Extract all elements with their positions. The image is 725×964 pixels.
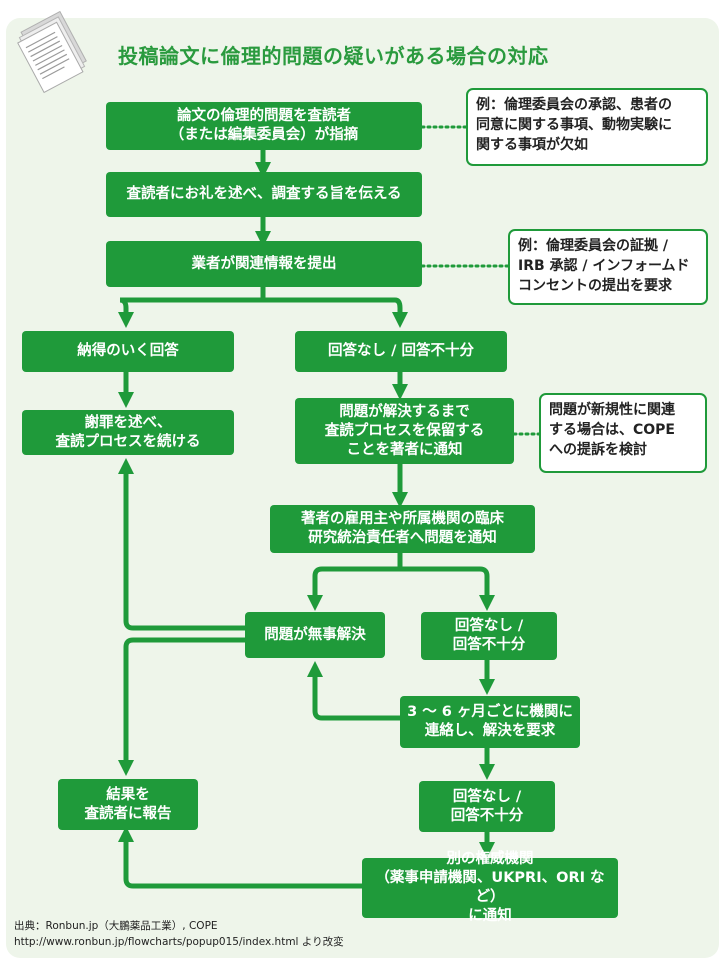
page-title: 投稿論文に倫理的問題の疑いがある場合の対応 [118, 44, 549, 68]
note-examples-missing: 例：倫理委員会の承認、患者の 同意に関する事項、動物実験に 関する事項が欠如 [466, 88, 708, 166]
source-line-1: 出典：Ronbun.jp（大鵬薬品工業）, COPE [14, 920, 218, 932]
step-no-answer-3: 回答なし / 回答不十分 [419, 781, 555, 832]
step-report-to-reviewer: 結果を 査読者に報告 [58, 779, 198, 830]
step-apologize-continue-review: 謝罪を述べ、 査読プロセスを続ける [22, 410, 234, 455]
step-notify-author-hold: 問題が解決するまで 査読プロセスを保留する ことを著者に通知 [295, 398, 514, 464]
note-examples-request: 例：倫理委員会の証拠 / IRB 承認 / インフォームド コンセントの提出を要… [508, 229, 708, 305]
document-stack-icon [17, 10, 87, 94]
step-thank-reviewer: 査読者にお礼を述べ、調査する旨を伝える [106, 172, 422, 217]
step-notify-other-authority: 別の権威機関 （薬事申請機関、UKPRI、ORI など） に通知 [362, 851, 618, 924]
step-satisfactory-answer: 納得のいく回答 [22, 331, 234, 372]
source-credit: 出典：Ronbun.jp（大鵬薬品工業）, COPE http://www.ro… [14, 918, 344, 950]
step-ethics-issue-flagged: 論文の倫理的問題を査読者 （または編集委員会）が指摘 [106, 102, 422, 150]
step-resolved: 問題が無事解決 [245, 612, 385, 658]
step-no-answer-1: 回答なし / 回答不十分 [295, 331, 507, 372]
source-line-2: http://www.ronbun.jp/flowcharts/popup015… [14, 936, 344, 948]
step-no-answer-2: 回答なし / 回答不十分 [421, 612, 557, 660]
step-notify-institution: 著者の雇用主や所属機関の臨床 研究統治責任者へ問題を通知 [270, 505, 535, 553]
step-contact-institution: 3 〜 6 ヶ月ごとに機関に 連絡し、解決を要求 [400, 696, 580, 748]
step-provide-information: 業者が関連情報を提出 [106, 241, 422, 287]
note-cope: 問題が新規性に関連 する場合は、COPE への提訴を検討 [539, 393, 707, 473]
